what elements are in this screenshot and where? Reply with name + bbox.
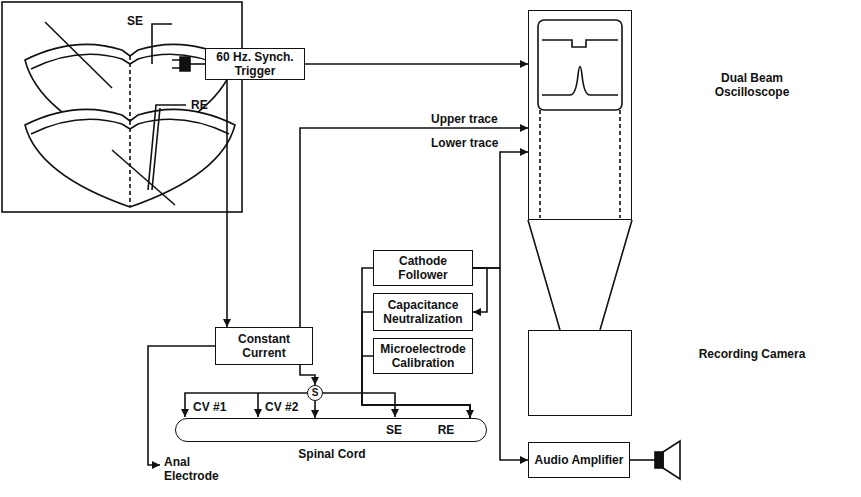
amplifier-box: Cathode Follower — [373, 250, 473, 286]
lower-trace — [542, 67, 618, 96]
spinal-cord: SERESpinal Cord — [175, 418, 487, 442]
node-text: RE — [434, 423, 458, 437]
recording-electrode — [152, 108, 160, 190]
neutralization-box: Capacitance Neutralization — [373, 293, 473, 331]
cv-label: CV #1 — [192, 400, 234, 414]
cord-section — [25, 109, 235, 207]
node-text: Dual Beam Oscilloscope — [697, 71, 807, 99]
node-text: Capacitance Neutralization — [378, 298, 468, 326]
view-line — [540, 110, 620, 218]
signal-line — [305, 63, 528, 65]
node-text: 60 Hz. Synch. Trigger — [210, 50, 300, 78]
signal-line — [300, 365, 315, 385]
inset-frame — [2, 2, 242, 212]
node-text: S — [312, 388, 319, 398]
node-text: Audio Amplifier — [535, 453, 624, 467]
cv-wire — [257, 393, 259, 417]
current-box: Constant Current — [215, 327, 313, 365]
oscilloscope-box: Dual Beam Oscilloscope — [528, 10, 632, 220]
speaker-symbol — [655, 452, 663, 468]
speaker-wire — [630, 459, 655, 461]
node-text: Cathode Follower — [378, 254, 468, 282]
cord-midline — [129, 121, 131, 207]
plug-symbol — [180, 57, 190, 71]
cv-label: CV #2 — [264, 400, 306, 414]
stimulus-switch: S — [307, 385, 323, 401]
electrode-label: RE — [190, 98, 214, 112]
signal-line — [473, 152, 528, 268]
stimulating-electrode — [152, 24, 172, 64]
node-text: Constant Current — [220, 332, 308, 360]
upper-trace — [542, 40, 618, 47]
camera-hood — [528, 220, 632, 330]
recording-electrode — [148, 105, 186, 190]
scope-screen — [538, 20, 622, 110]
plug-prongs — [172, 60, 180, 68]
trigger-box: 60 Hz. Synch. Trigger — [205, 48, 305, 80]
trace-label: Upper trace — [430, 112, 499, 126]
electrode-label: SE — [126, 14, 150, 28]
signal-line — [473, 268, 487, 312]
root-line — [45, 22, 112, 88]
node-text: SE — [382, 423, 406, 437]
plug-cord — [190, 63, 205, 65]
signal-line — [314, 401, 316, 418]
trace-label: Lower trace — [430, 136, 499, 150]
cv-wire — [185, 393, 307, 417]
root-line — [112, 150, 175, 205]
audio-box: Audio Amplifier — [528, 442, 630, 478]
signal-line — [226, 80, 228, 327]
node-text: Spinal Cord — [282, 447, 382, 461]
calibration-box: Microelectrode Calibration — [373, 338, 473, 374]
node-text: Microelectrode Calibration — [378, 342, 468, 370]
speaker-cone — [663, 441, 680, 479]
camera-box: Recording Camera — [528, 330, 632, 416]
electrode-label: Anal Electrode — [163, 455, 237, 483]
node-text: Recording Camera — [697, 347, 807, 361]
